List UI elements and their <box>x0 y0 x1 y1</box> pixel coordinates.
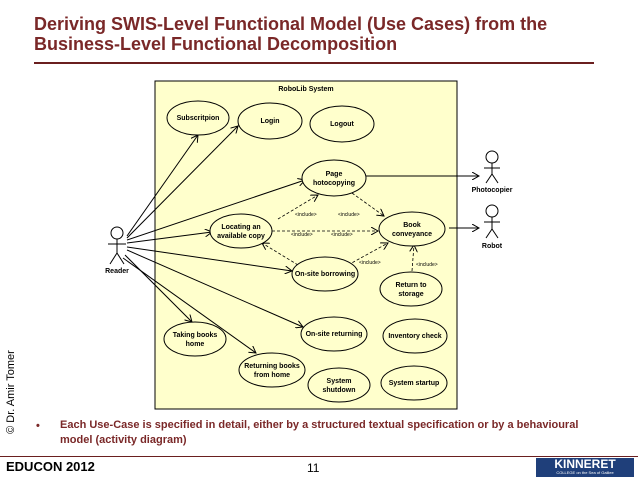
include-label-1: <include> <box>295 212 317 218</box>
use-case-page-copying-label-1: Page <box>326 171 343 178</box>
bullet-text: Each Use-Case is specified in detail, ei… <box>60 419 579 446</box>
page-number: 11 <box>307 461 320 475</box>
use-case-onsite-returning[interactable]: On-site returning <box>300 316 368 352</box>
use-case-system-shutdown-label-1: System <box>327 378 352 385</box>
use-case-book-conveyance-label-1: Book <box>403 222 421 229</box>
actor-reader-label: Reader <box>105 268 129 275</box>
include-labels: <include> <include> <include> <include> … <box>291 212 438 268</box>
use-case-returning-books-label-1: Returning books <box>244 363 300 370</box>
include-relations <box>262 192 414 272</box>
use-case-taking-books[interactable]: Taking books home <box>163 321 227 357</box>
use-case-returning-books-label-2: from home <box>254 372 290 379</box>
use-case-login-label: Login <box>260 118 279 125</box>
actor-reader[interactable] <box>108 226 126 265</box>
title-line-1: Deriving SWIS-Level Functional Model (Us… <box>34 14 548 34</box>
use-case-book-conveyance-label-2: conveyance <box>392 231 432 238</box>
use-case-locating-copy-label-1: Locating an <box>221 224 260 231</box>
reader-associations <box>122 126 305 353</box>
bullet-marker: • <box>36 420 40 432</box>
slide-title: Deriving SWIS-Level Functional Model (Us… <box>34 14 594 54</box>
include-label-3: <include> <box>291 232 313 238</box>
system-label: RoboLib System <box>278 86 333 93</box>
use-case-onsite-borrowing[interactable]: On-site borrowing <box>291 256 359 292</box>
use-case-subscription-label: Subscritpion <box>177 115 220 122</box>
use-case-inventory-check-label: Inventory check <box>388 333 441 340</box>
include-label-5: <include> <box>359 260 381 266</box>
actor-robot-label: Robot <box>482 243 503 250</box>
actor-photocopier[interactable] <box>484 150 500 184</box>
actor-robot[interactable] <box>484 204 500 239</box>
actor-photocopier-label: Photocopier <box>472 187 513 194</box>
use-case-book-conveyance[interactable]: Book conveyance <box>378 211 446 247</box>
use-case-logout-label: Logout <box>330 121 354 128</box>
use-case-return-storage-label-2: storage <box>398 291 423 298</box>
use-case-subscription[interactable]: Subscritpion <box>166 100 230 136</box>
include-label-2: <include> <box>338 212 360 218</box>
include-label-6: <include> <box>416 262 438 268</box>
title-line-2: Business-Level Functional Decomposition <box>34 34 398 54</box>
use-case-locating-copy[interactable]: Locating an available copy <box>209 213 273 249</box>
use-case-taking-books-label-1: Taking books <box>173 332 218 339</box>
use-case-page-copying-label-2: hotocopying <box>313 180 355 187</box>
use-case-onsite-returning-label: On-site returning <box>306 331 363 338</box>
footer-divider <box>0 456 638 457</box>
include-label-4: <include> <box>331 232 353 238</box>
use-case-system-shutdown[interactable]: System shutdown <box>307 367 371 403</box>
kinneret-logo-subtext: COLLEGE on the Sea of Galilee <box>556 470 614 475</box>
use-case-taking-books-label-2: home <box>186 341 205 348</box>
use-case-returning-books[interactable]: Returning books from home <box>238 352 306 388</box>
use-case-logout[interactable]: Logout <box>309 105 375 143</box>
use-case-onsite-borrowing-label: On-site borrowing <box>295 271 355 278</box>
footer-conference: EDUCON 2012 <box>6 459 95 474</box>
use-case-system-startup-label: System startup <box>389 380 440 387</box>
use-case-inventory-check[interactable]: Inventory check <box>382 318 448 354</box>
use-case-return-storage-label-1: Return to <box>395 282 426 289</box>
use-case-login[interactable]: Login <box>237 102 303 140</box>
kinneret-logo: KINNERET <box>536 458 634 477</box>
use-case-page-copying[interactable]: Page hotocopying <box>301 159 367 197</box>
use-case-return-storage[interactable]: Return to storage <box>379 271 443 307</box>
use-case-locating-copy-label-2: available copy <box>217 233 265 240</box>
title-divider <box>34 62 594 64</box>
use-case-system-shutdown-label-2: shutdown <box>322 387 355 394</box>
use-case-system-startup[interactable]: System startup <box>380 365 448 401</box>
